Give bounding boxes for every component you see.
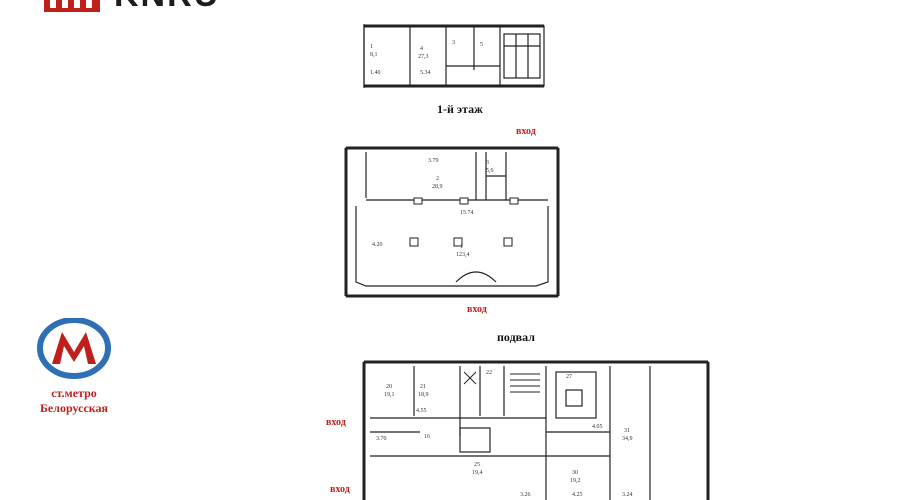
entrance-label-bottom: вход <box>467 304 487 315</box>
svg-text:22: 22 <box>486 370 492 376</box>
svg-text:3: 3 <box>452 40 455 46</box>
svg-text:1: 1 <box>460 244 463 250</box>
logo-mark-icon <box>44 0 100 12</box>
svg-text:19,2: 19,2 <box>570 478 581 484</box>
metro-label-line2: Белорусская <box>39 401 108 415</box>
svg-text:3.79: 3.79 <box>428 158 439 164</box>
svg-text:123,4: 123,4 <box>456 252 470 258</box>
svg-text:4.20: 4.20 <box>372 242 383 248</box>
svg-text:31: 31 <box>624 428 630 434</box>
svg-text:3.24: 3.24 <box>622 492 633 498</box>
floor-plan-first: 3.79 2 28,9 3 5,6 15.74 1 123,4 4.20 <box>344 146 560 298</box>
brand-name: KNRU <box>114 0 220 15</box>
svg-text:4: 4 <box>420 46 423 52</box>
svg-text:3.26: 3.26 <box>520 492 531 498</box>
svg-text:19,1: 19,1 <box>384 392 395 398</box>
svg-text:4.25: 4.25 <box>572 492 583 498</box>
svg-text:8,1: 8,1 <box>370 52 378 58</box>
svg-text:2: 2 <box>436 176 439 182</box>
svg-text:1.40: 1.40 <box>370 70 381 76</box>
svg-text:16: 16 <box>424 434 430 440</box>
entrance-label-basement-1: вход <box>326 417 346 428</box>
svg-text:5,6: 5,6 <box>486 168 494 174</box>
floor-plan-upper: 1 8,1 4 27,3 3 5 1.40 5.34 <box>363 24 545 88</box>
svg-text:25: 25 <box>474 462 480 468</box>
svg-text:19,4: 19,4 <box>472 470 483 476</box>
svg-text:3: 3 <box>486 160 489 166</box>
svg-text:4.55: 4.55 <box>416 408 427 414</box>
entrance-label-top: вход <box>516 126 536 137</box>
caption-first-floor: 1-й этаж <box>437 102 483 116</box>
entrance-label-basement-2: вход <box>330 484 350 495</box>
svg-text:4.05: 4.05 <box>592 424 603 430</box>
svg-text:20: 20 <box>386 384 392 390</box>
svg-text:28,9: 28,9 <box>432 184 443 190</box>
svg-text:27: 27 <box>566 374 572 380</box>
caption-basement: подвал <box>497 330 535 344</box>
metro-label-line1: ст.метро <box>51 386 97 400</box>
metro-m-icon <box>37 318 111 379</box>
svg-text:18,9: 18,9 <box>418 392 429 398</box>
svg-text:30: 30 <box>572 470 578 476</box>
svg-text:5.34: 5.34 <box>420 70 431 76</box>
svg-text:21: 21 <box>420 384 426 390</box>
svg-text:5: 5 <box>480 42 483 48</box>
svg-text:1: 1 <box>370 44 373 50</box>
svg-text:34,9: 34,9 <box>622 436 633 442</box>
svg-text:3.70: 3.70 <box>376 436 387 442</box>
svg-text:15.74: 15.74 <box>460 210 474 216</box>
svg-text:27,3: 27,3 <box>418 54 429 60</box>
metro-caption: ст.метро Белорусская <box>24 386 124 416</box>
